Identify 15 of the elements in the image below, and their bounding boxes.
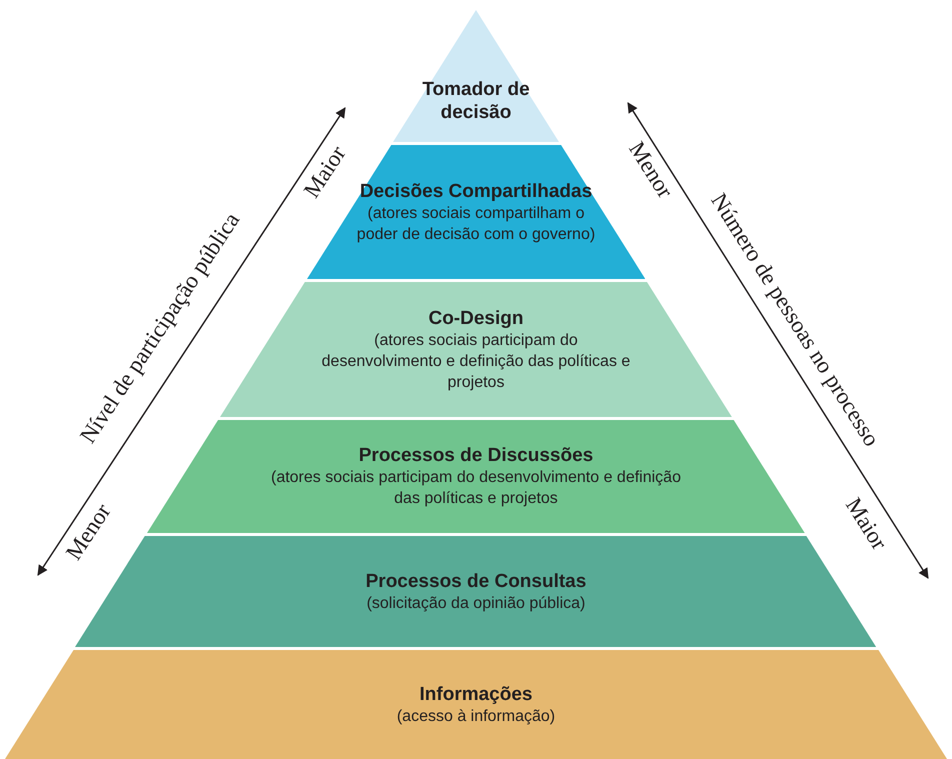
level-description: (atores sociais compartilham o poder de decisão com o governo) [356,204,596,244]
pyramid-level [220,282,732,417]
pyramid-level [5,650,947,759]
level-title: Processos de Discussões [358,444,594,467]
level-title: Tomador de decisão [421,78,531,124]
pyramid-level [147,420,805,533]
apex-triangle [392,10,559,142]
level-title: Decisões Compartilhadas [360,180,592,202]
level-title: Co-Design [428,306,524,330]
level-description: (atores sociais participam do desenvolvimento e definição das políticas e projetos [320,330,632,392]
level-description: (solicitação da opinião pública) [366,594,586,614]
level-description: (acesso à informação) [396,706,556,726]
level-title: Processos de Consultas [366,570,586,592]
level-description: (atores sociais participam do desenvolvimento e definição das políticas e projetos [270,468,682,509]
level-title: Informações [420,682,532,706]
